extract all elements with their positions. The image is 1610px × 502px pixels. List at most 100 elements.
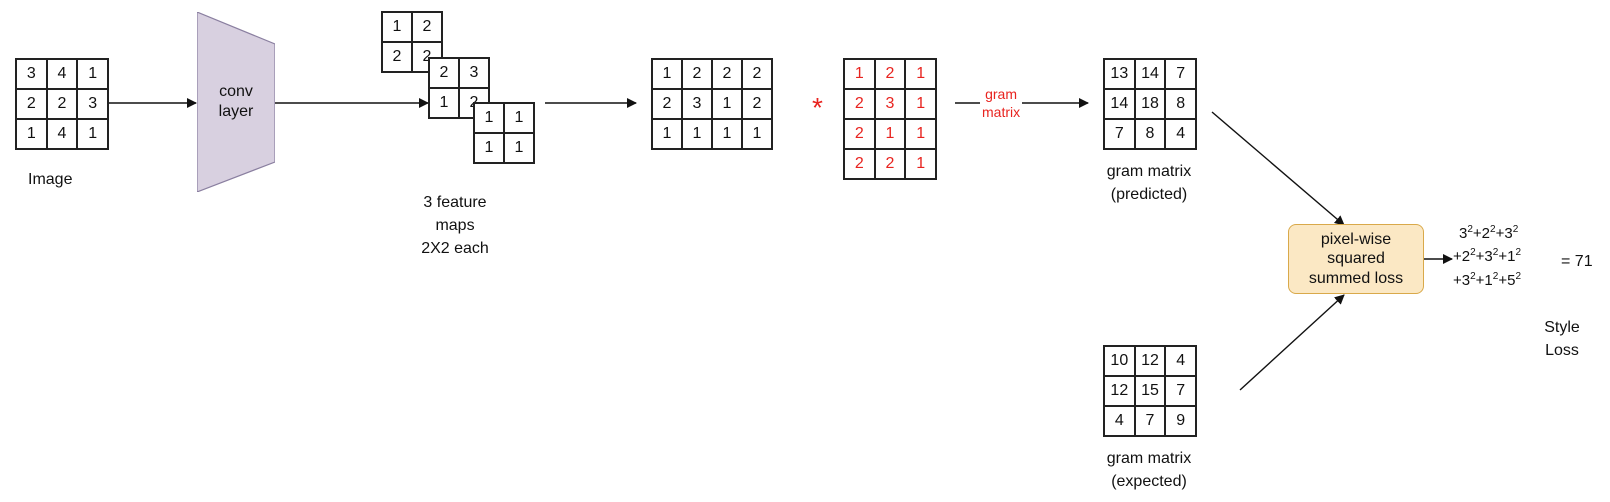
conv-layer-label-line2: layer [218, 103, 254, 120]
feature-maps-label-line2: maps [435, 217, 475, 235]
matrix-cell: 1 [77, 59, 108, 89]
matrix-cell: 12 [1134, 346, 1166, 376]
matrix-cell: 2 [382, 42, 412, 72]
conv-layer: conv layer [197, 12, 275, 192]
matrix-cell: 4 [1104, 406, 1135, 436]
conv-layer-label-line1: conv [219, 83, 253, 100]
equation-result: = 71 [1561, 253, 1593, 270]
matrix-cell: 1 [474, 133, 504, 163]
equation-exponent: 2 [1492, 270, 1499, 282]
matrix-cell: 7 [1165, 376, 1196, 406]
matrix-cell: 8 [1165, 89, 1196, 119]
arrow-expected-to-loss [1239, 294, 1345, 391]
loss-box-line3: summed loss [1308, 269, 1404, 287]
matrix-cell: 2 [652, 89, 682, 119]
loss-box-line2: squared [1327, 250, 1385, 268]
image-label: Image [28, 171, 73, 188]
equation-exponent: 2 [1512, 224, 1519, 235]
equation-term: 3 [1459, 225, 1468, 242]
style-loss-line2: Loss [1545, 342, 1579, 360]
equation-term: +3 [1475, 248, 1493, 266]
matrix-cell: 2 [712, 59, 742, 89]
matrix-cell: 2 [844, 149, 875, 179]
matrix-cell: 1 [712, 119, 742, 149]
style-loss-label: Style Loss [1532, 316, 1592, 362]
equation-exponent: 2 [1490, 224, 1496, 235]
matrix-cell: 1 [77, 119, 108, 149]
equation-term: +2 [1472, 225, 1491, 242]
feature-maps-label-line1: 3 feature [423, 194, 487, 211]
matrix-cell: 3 [682, 89, 712, 119]
style-loss-line1: Style [1544, 319, 1580, 336]
matrix-cell: 3 [16, 59, 47, 89]
matrix-cell: 7 [1134, 406, 1166, 436]
equation-row-2: +22+32+12 [1453, 245, 1521, 268]
matrix-cell: 2 [412, 12, 442, 42]
matrix-cell: 4 [46, 59, 78, 89]
matrix-cell: 2 [46, 89, 78, 119]
matrix-cell: 1 [474, 103, 504, 133]
matrix-cell: 1 [652, 59, 682, 89]
equation-row-3: +32+12+52 [1453, 269, 1521, 292]
matrix-cell: 2 [742, 59, 772, 89]
matrix-cell: 1 [682, 119, 712, 149]
matrix-cell: 3 [77, 89, 108, 119]
matrix-cell: 1 [905, 149, 936, 179]
matrix-cell: 1 [504, 103, 534, 133]
matrix-cell: 1 [905, 89, 936, 119]
matrix-cell: 1 [429, 88, 459, 118]
gram-predicted-label: gram matrix (predicted) [1094, 160, 1204, 206]
gram-expected-label: gram matrix (expected) [1094, 447, 1204, 493]
matrix-cell: 1 [742, 119, 772, 149]
loss-equation: 32+22+32 +22+32+12 +32+12+52 [1453, 222, 1521, 292]
loss-box: pixel-wise squared summed loss [1288, 224, 1424, 294]
matrix-cell: 1 [504, 133, 534, 163]
matrix-cell: 2 [874, 59, 906, 89]
matrix-cell: 1 [652, 119, 682, 149]
matrix-cell: 2 [16, 89, 47, 119]
matrix-cell: 12 [1104, 376, 1135, 406]
conv-layer-shape [197, 12, 275, 192]
matrix-cell: 13 [1104, 59, 1135, 89]
equation-term: +1 [1475, 271, 1493, 289]
equation-exponent: 2 [1467, 224, 1473, 235]
gram-operation-line1: gram [985, 86, 1018, 102]
matrix-cell: 15 [1134, 376, 1166, 406]
matrix-cell: 4 [1165, 346, 1196, 376]
matrix-cell: 2 [742, 89, 772, 119]
equation-exponent: 2 [1492, 247, 1499, 259]
matrix-cell: 1 [712, 89, 742, 119]
loss-box-line1: pixel-wise [1320, 231, 1392, 249]
equation-exponent: 2 [1470, 270, 1476, 282]
matrix-cell: 2 [429, 58, 459, 88]
matrix-cell: 1 [874, 119, 906, 149]
gram-expected-label-line2: (expected) [1111, 473, 1187, 491]
multiply-symbol: * [812, 92, 823, 123]
equation-exponent: 2 [1515, 270, 1522, 282]
matrix-cell: 10 [1104, 346, 1135, 376]
equation-term: +3 [1453, 271, 1471, 289]
gram-expected-label-line1: gram matrix [1106, 450, 1192, 467]
equation-term: +3 [1495, 225, 1513, 242]
gram-operation-line2: matrix [982, 104, 1021, 121]
matrix-cell: 2 [844, 89, 875, 119]
matrix-cell: 14 [1134, 59, 1166, 89]
matrix-cell: 4 [1165, 119, 1196, 149]
matrix-cell: 9 [1165, 406, 1196, 436]
equation-exponent: 2 [1515, 247, 1522, 259]
matrix-cell: 3 [874, 89, 906, 119]
matrix-cell: 7 [1104, 119, 1135, 149]
equation-term: +5 [1498, 271, 1516, 289]
matrix-cell: 7 [1165, 59, 1196, 89]
equation-exponent: 2 [1470, 247, 1476, 259]
equation-term: +1 [1498, 248, 1516, 266]
matrix-cell: 2 [844, 119, 875, 149]
arrow-predicted-to-loss [1211, 111, 1345, 226]
matrix-cell: 1 [905, 119, 936, 149]
matrix-cell: 2 [874, 149, 906, 179]
